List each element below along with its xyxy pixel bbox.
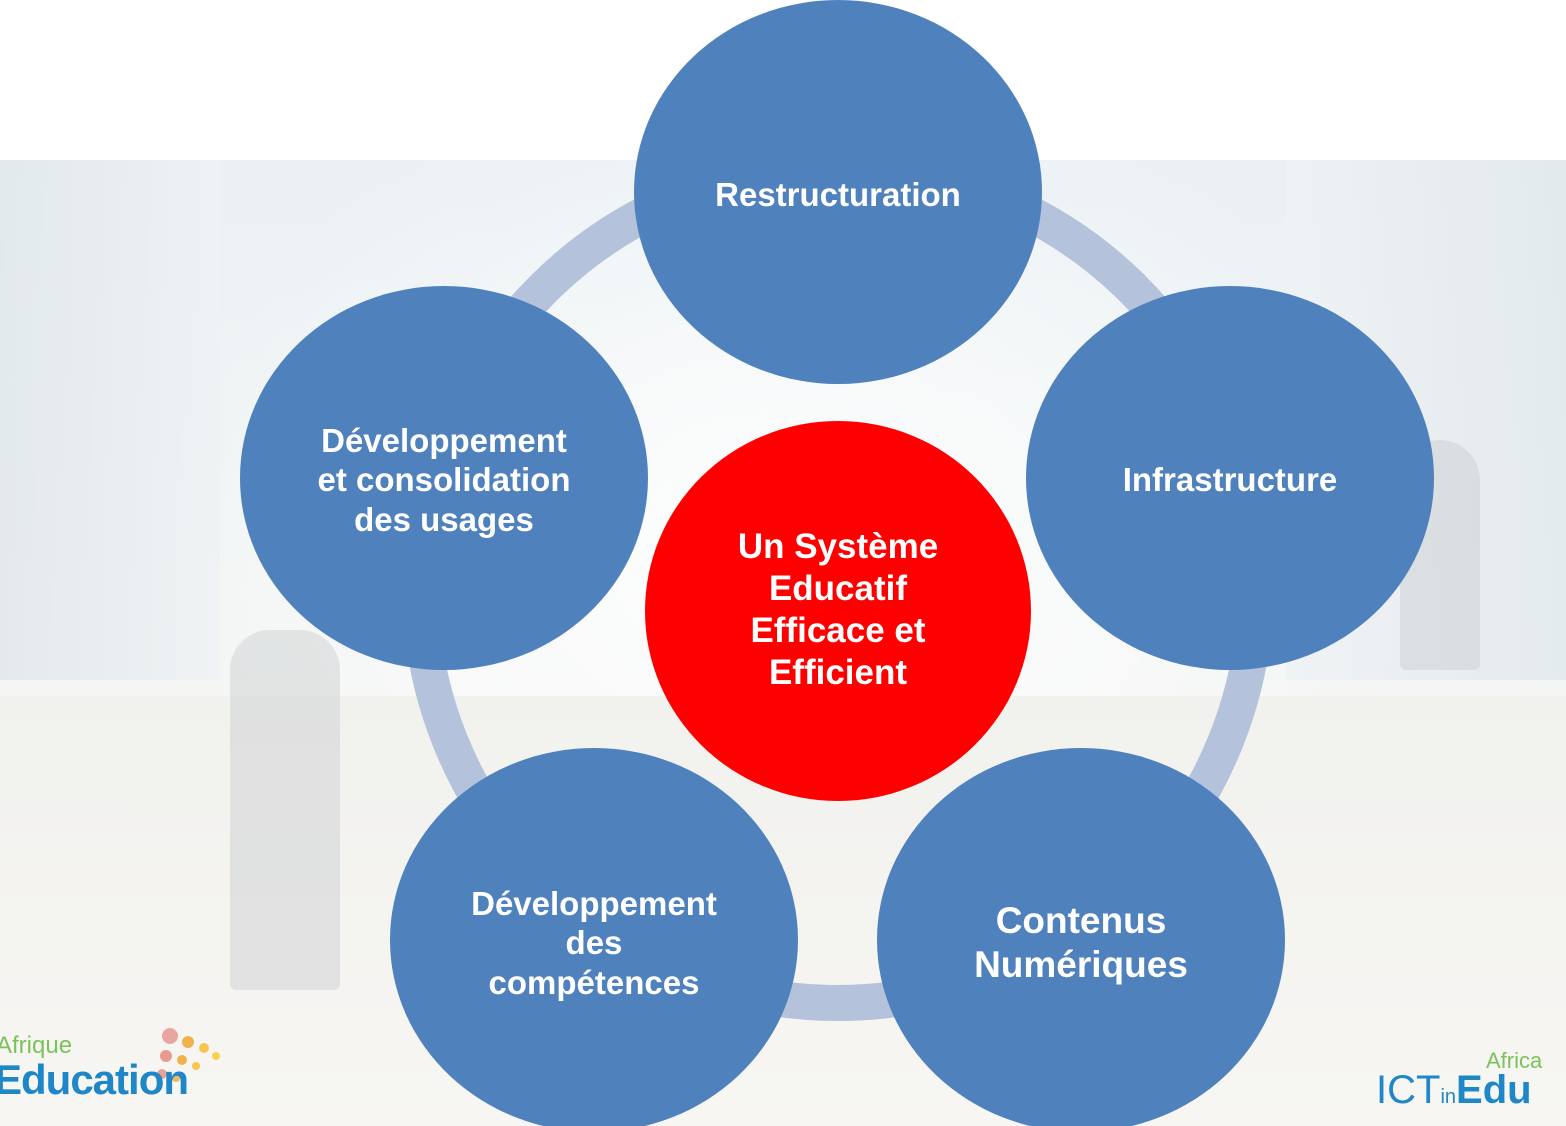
dots-logo-icon [157,1028,220,1082]
node-circles [240,0,1434,1126]
node-label-restructuration: Restructuration [715,176,961,214]
background-person-left [230,630,340,990]
node-contenus-numeriques [877,748,1285,1126]
node-infrastructure [1026,286,1434,670]
node-label-contenus-numeriques: Contenus Numériques [974,899,1188,985]
ict-logo-middle: in [1440,1086,1457,1108]
ict-in-education-logo: Africa ICTinEdu [1376,1026,1566,1126]
node-label-developpement-competences: Développement des compétences [471,884,717,1001]
afrique-education-logo: Afrique Education [0,1026,240,1126]
center-circle [645,421,1031,801]
ict-logo-line2: ICTinEdu [1376,1068,1532,1113]
node-developpement-competences [390,748,798,1126]
node-label-infrastructure: Infrastructure [1122,461,1338,499]
ict-logo-prefix: ICT [1376,1068,1441,1112]
afrique-education-logo-line2: Education [0,1056,189,1103]
background-wall-left [0,160,220,680]
center-label: Un Système Educatif Efficace et Efficien… [737,527,939,692]
node-developpement-usages [240,286,648,670]
ict-logo-line1: Africa [1486,1048,1543,1073]
node-restructuration [634,0,1042,384]
node-label-developpement-usages: Développement et consolidation des usage… [317,421,571,538]
ict-logo-edu: Edu [1456,1068,1532,1112]
afrique-education-logo-line1: Afrique [0,1032,73,1059]
